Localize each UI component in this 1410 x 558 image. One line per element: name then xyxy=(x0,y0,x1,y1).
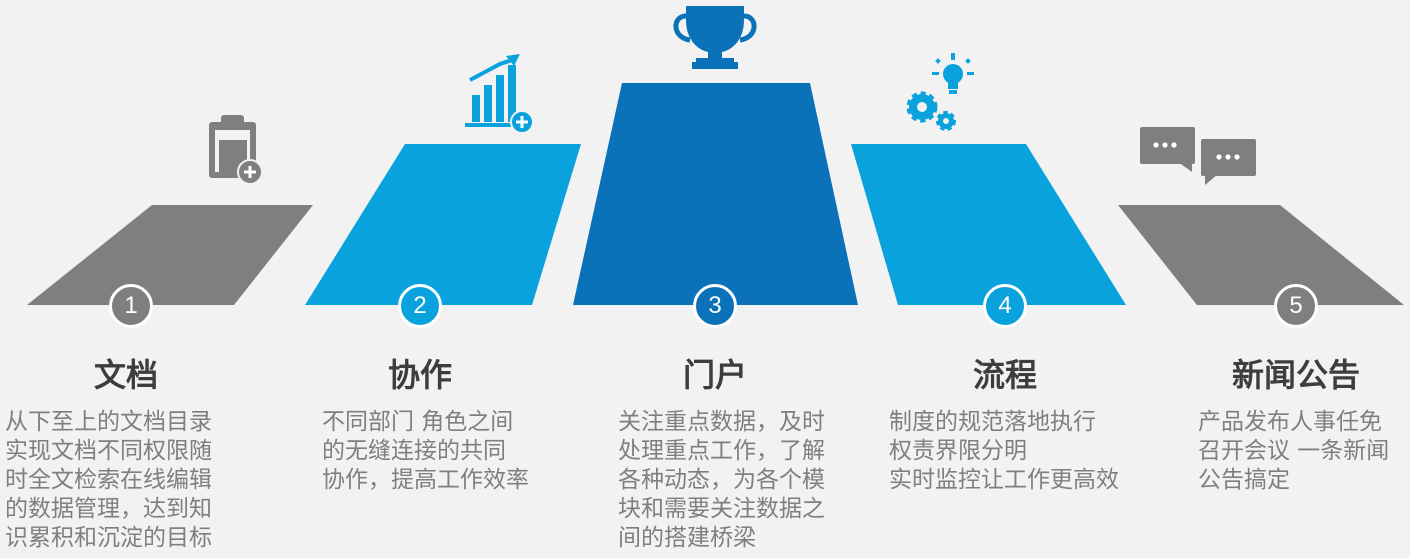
step-3-title: 门户 xyxy=(682,356,747,394)
step-2-line: 协作，提高工作效率 xyxy=(322,467,529,493)
gears-lightbulb-icon xyxy=(906,53,974,131)
step-3-line: 块和需要关注数据之 xyxy=(618,496,825,522)
step-2-title: 协作 xyxy=(387,356,452,394)
step-5-description: 产品发布人事任免 召开会议 一条新闻 公告搞定 xyxy=(1198,408,1389,495)
step-4-description: 制度的规范落地执行 权责界限分明 实时监控让工作更高效 xyxy=(889,408,1119,495)
step-1-line: 实现文档不同权限随 xyxy=(5,438,212,464)
step-3-line: 间的搭建桥梁 xyxy=(618,525,756,551)
step-1-line: 从下至上的文档目录 xyxy=(5,409,212,435)
step-3-line: 各种动态，为各个模 xyxy=(618,467,825,493)
step-3-line: 处理重点工作，了解 xyxy=(618,438,825,464)
step-2-description: 不同部门 角色之间 的无缝连接的共同 协作，提高工作效率 xyxy=(322,408,529,495)
step-2-platform xyxy=(305,144,581,305)
step-4-line: 权责界限分明 xyxy=(889,438,1027,464)
step-5-line: 公告搞定 xyxy=(1198,467,1290,493)
step-3-line: 关注重点数据，及时 xyxy=(618,409,825,435)
clipboard-add-icon xyxy=(209,115,263,185)
step-1-line: 的数据管理，达到知 xyxy=(5,496,212,522)
step-4-platform xyxy=(851,144,1126,305)
step-2-line: 的无缝连接的共同 xyxy=(322,438,506,464)
step-5-title: 新闻公告 xyxy=(1231,356,1360,394)
step-1-line: 识累积和沉淀的目标 xyxy=(5,525,212,551)
step-3-number-badge: 3 xyxy=(693,284,737,328)
bar-chart-growth-icon xyxy=(465,54,534,134)
step-1-platform xyxy=(27,205,313,305)
step-5-platform xyxy=(1118,205,1404,305)
step-2-line: 不同部门 角色之间 xyxy=(322,409,514,435)
step-1-description: 从下至上的文档目录 实现文档不同权限随 时全文检索在线编辑 的数据管理，达到知 … xyxy=(5,408,212,553)
step-3-platform xyxy=(573,83,858,305)
step-5-line: 召开会议 一条新闻 xyxy=(1198,438,1390,464)
step-4-number-badge: 4 xyxy=(983,284,1027,328)
step-5-number-badge: 5 xyxy=(1274,284,1318,328)
step-1-line: 时全文检索在线编辑 xyxy=(5,467,212,493)
step-3-description: 关注重点数据，及时 处理重点工作，了解 各种动态，为各个模 块和需要关注数据之 … xyxy=(618,408,825,553)
step-4-line: 制度的规范落地执行 xyxy=(889,409,1096,435)
step-1-title: 文档 xyxy=(93,356,158,394)
trophy-icon xyxy=(673,6,757,69)
step-1-number-badge: 1 xyxy=(109,284,153,328)
step-2-number-badge: 2 xyxy=(398,284,442,328)
step-4-title: 流程 xyxy=(972,356,1037,394)
chat-bubbles-icon xyxy=(1140,127,1256,185)
step-5-line: 产品发布人事任免 xyxy=(1198,409,1382,435)
step-4-line: 实时监控让工作更高效 xyxy=(889,467,1119,493)
podium-shapes xyxy=(27,6,1404,305)
